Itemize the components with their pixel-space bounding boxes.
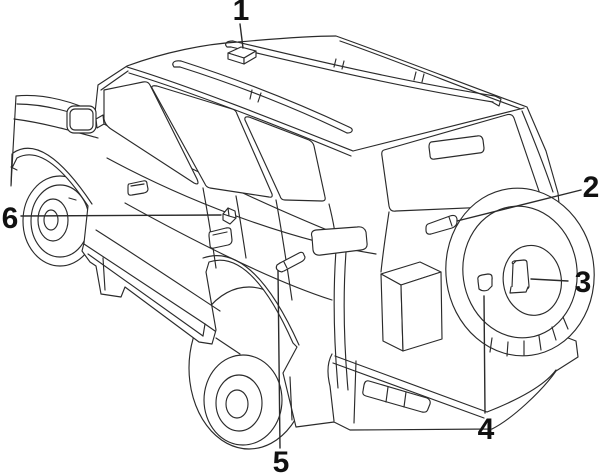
callout-5-line (277, 270, 281, 449)
roof-center-module (227, 46, 257, 65)
rear-door-module (222, 207, 237, 225)
door-hardware (127, 180, 368, 256)
callout-3-line (530, 278, 569, 282)
front-door-window (103, 81, 199, 185)
spare-tire-side-module (477, 273, 493, 292)
fuel-door (310, 226, 368, 256)
roof-rails (172, 40, 502, 134)
callout-4-label: 4 (478, 413, 495, 446)
tread-ticks (489, 316, 569, 357)
tailgate-upper-module (425, 214, 458, 235)
tail-light (380, 261, 443, 352)
bumper-step (362, 380, 431, 413)
drawing-root (10, 23, 595, 450)
components (222, 46, 530, 294)
side-mirror (66, 105, 105, 134)
callout-3-label: 3 (575, 266, 592, 299)
callout-5-label: 5 (273, 446, 290, 475)
callout-6-line (20, 214, 222, 217)
callout-lines (20, 23, 582, 449)
rear-quarter-panel-module (275, 251, 306, 273)
callout-1-label: 1 (233, 0, 250, 27)
callout-2-line (456, 189, 582, 222)
callout-1-line (239, 23, 244, 49)
callout-6-label: 6 (2, 202, 19, 235)
windows (103, 81, 543, 212)
rear-door-window (151, 85, 273, 198)
rear-door-handle (208, 227, 233, 249)
callout-2-label: 2 (583, 171, 600, 204)
quarter-window (244, 116, 326, 202)
rear-window-handle (428, 135, 485, 160)
spare-tire-center-module (509, 259, 530, 294)
callout-4-line (483, 295, 486, 414)
